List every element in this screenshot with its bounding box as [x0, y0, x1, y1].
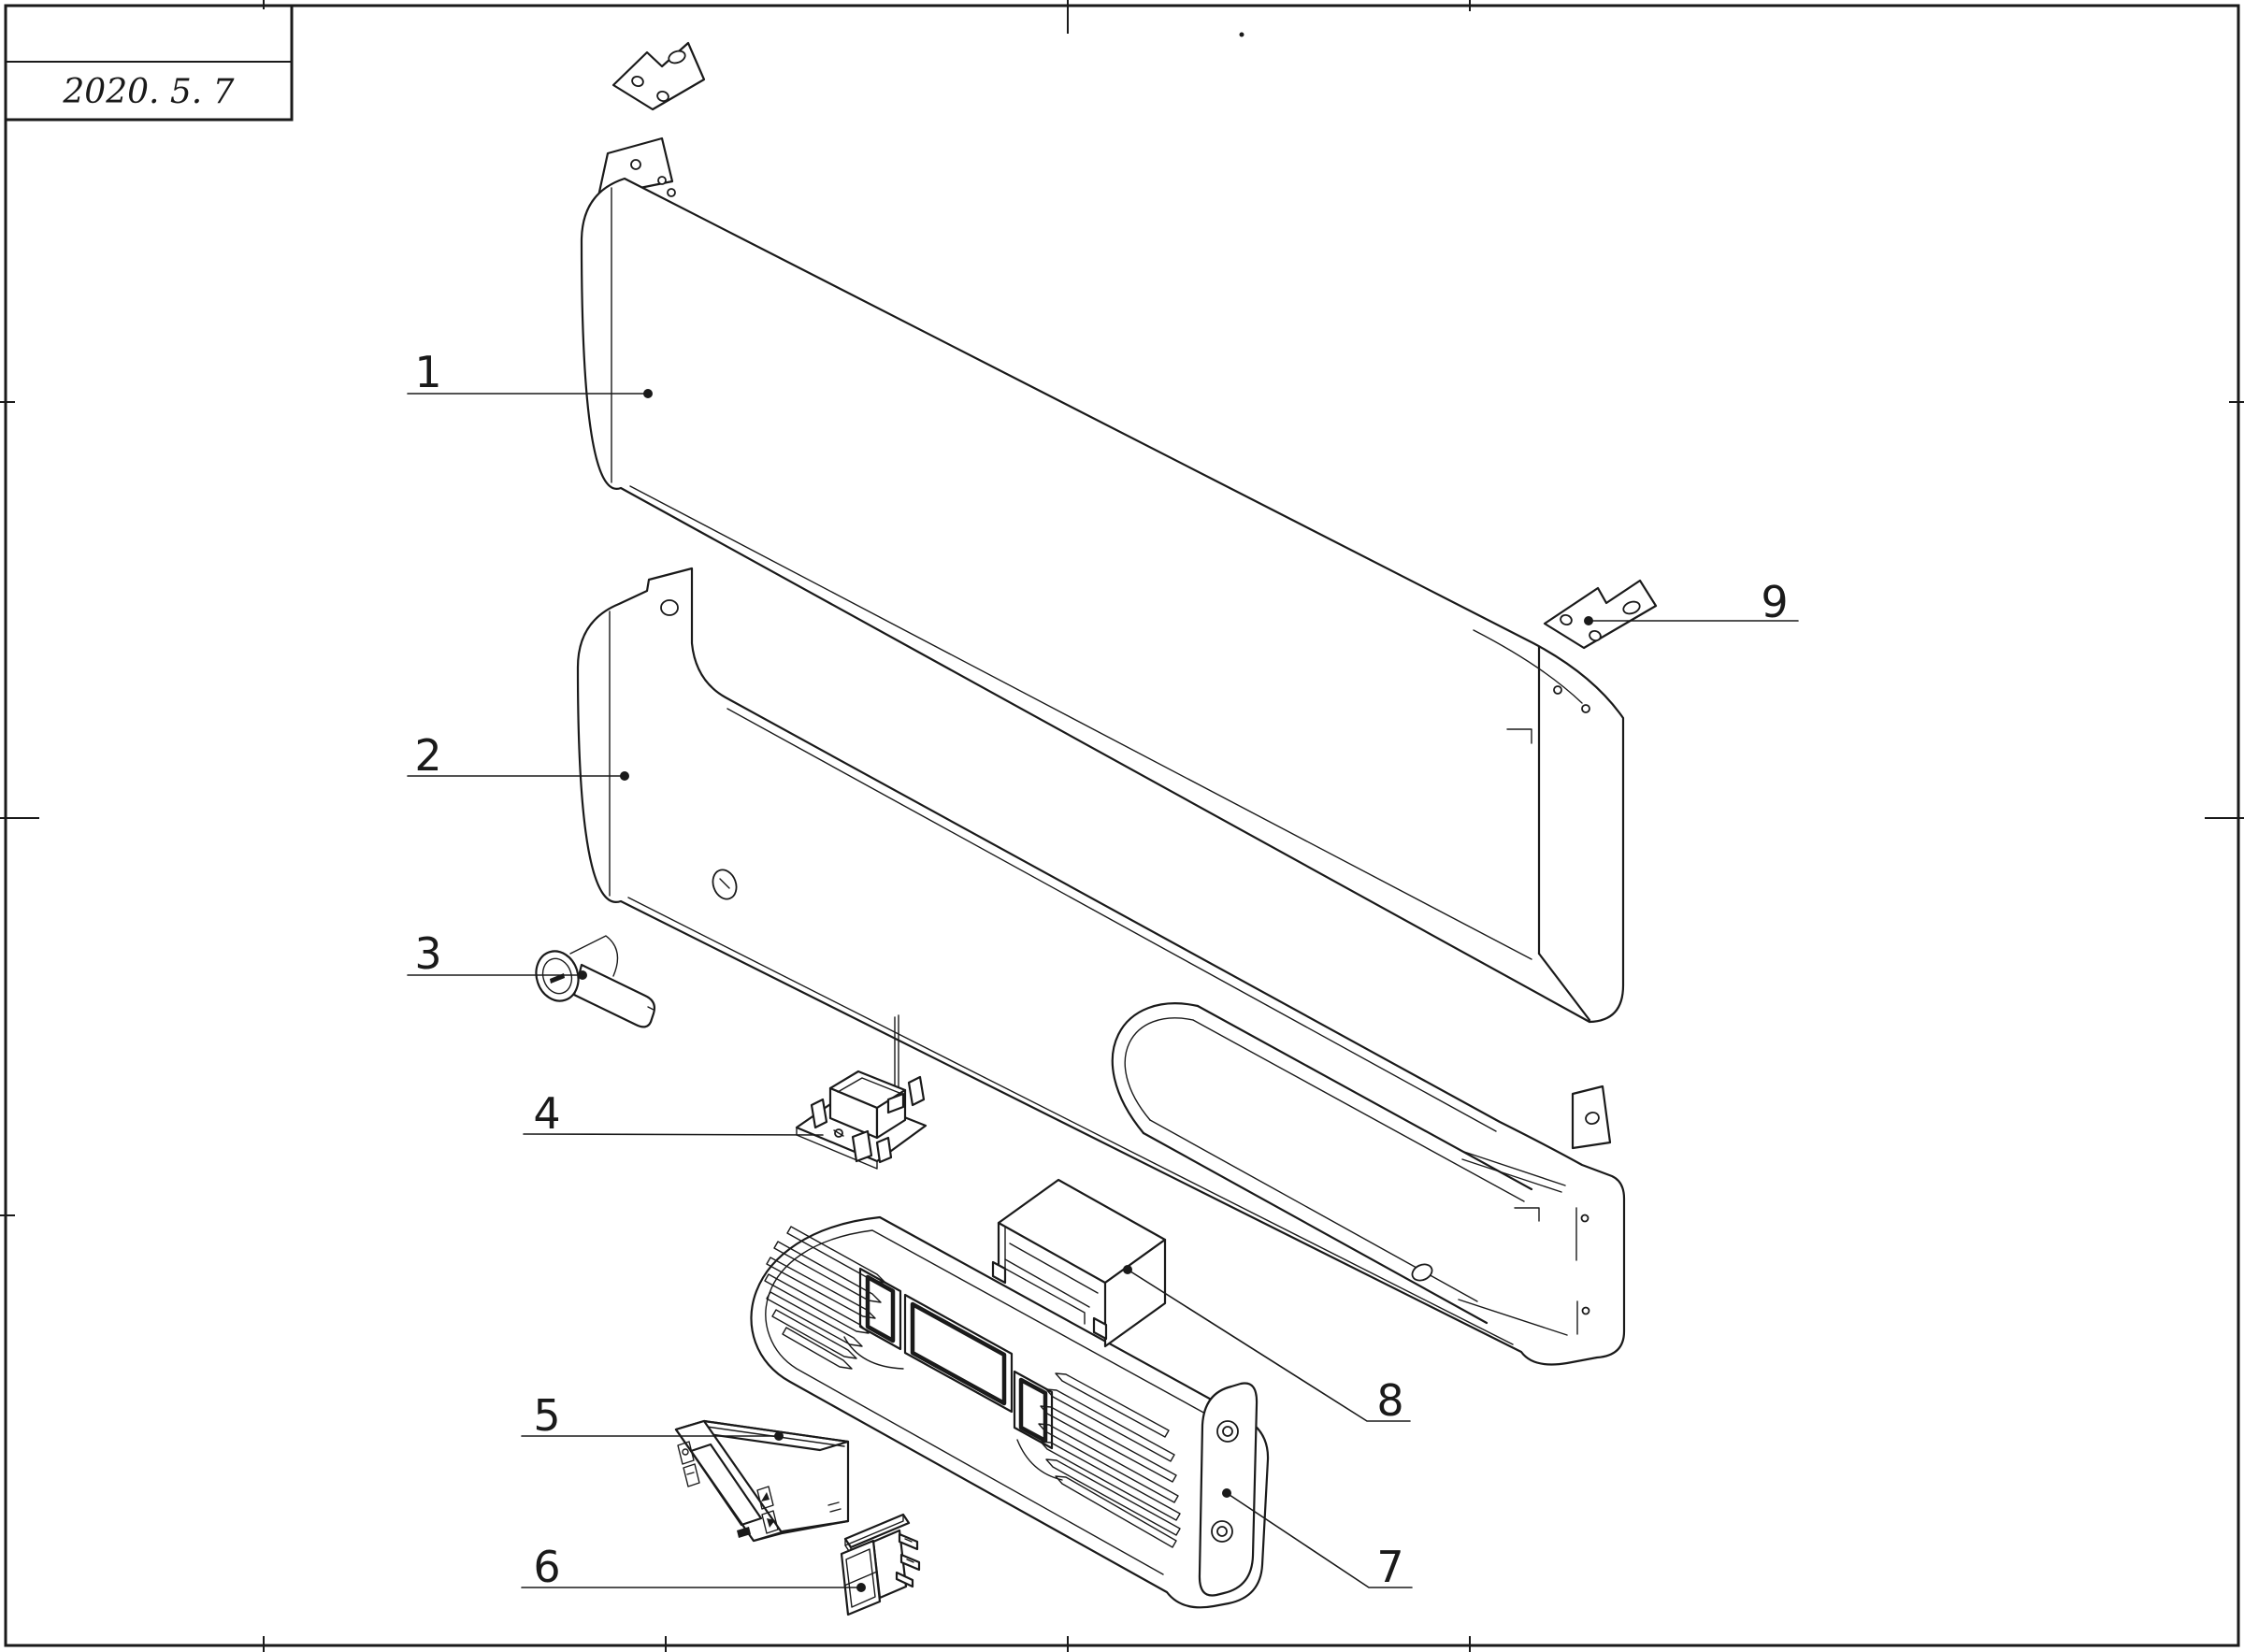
controller-up-button — [756, 1486, 774, 1510]
callout-4-number: 4 — [533, 1088, 560, 1139]
switch-terminal — [895, 1571, 914, 1588]
bracket9-plate — [1543, 579, 1658, 650]
grille-windows — [858, 1267, 1054, 1450]
panel2-recess — [1196, 1004, 1533, 1191]
callout-8: 8 — [1123, 1265, 1411, 1426]
callout-7-number: 7 — [1376, 1542, 1403, 1592]
callout-6: 6 — [521, 1542, 866, 1592]
border-rect — [4, 4, 2240, 1647]
part-7-vent-grille — [750, 1215, 1270, 1609]
part-4-switch-bracket — [795, 1014, 928, 1170]
controller-set-button — [683, 1463, 700, 1487]
callout-9: 9 — [1584, 577, 1799, 627]
top-end-bracket — [611, 41, 706, 111]
part-8-terminal-cover — [991, 1178, 1167, 1348]
callout-3-number: 3 — [414, 928, 441, 979]
callout-9-number: 9 — [1761, 577, 1788, 627]
grille-right-louvers — [1038, 1372, 1181, 1548]
callout-2-number: 2 — [414, 730, 441, 781]
panel2-keyhole — [712, 869, 738, 900]
callout-2: 2 — [407, 730, 629, 781]
title-block-date: 2020. 5. 7 — [62, 73, 234, 111]
callout-5-number: 5 — [533, 1390, 560, 1441]
controller-power-button — [677, 1441, 695, 1465]
callout-3: 3 — [407, 928, 587, 980]
part-9-end-bracket — [1543, 579, 1658, 650]
switch-clip-left — [810, 1098, 828, 1129]
controller-down-button — [761, 1510, 779, 1534]
callout-1-number: 1 — [414, 347, 441, 397]
controller-brand-mark — [737, 1527, 751, 1538]
lock-cam-lever — [572, 963, 656, 1028]
callout-4: 4 — [523, 1088, 824, 1139]
panel1-body — [580, 177, 1625, 1024]
controller-display — [689, 1443, 763, 1527]
part-2-front-door-panel — [576, 567, 1626, 1366]
panel2-body — [576, 567, 1626, 1366]
switch-terminal — [898, 1532, 919, 1551]
part-6-rocker-switch — [840, 1513, 921, 1616]
switch-clip-right — [907, 1075, 926, 1107]
callout-8-number: 8 — [1376, 1375, 1403, 1426]
grille-outer — [750, 1215, 1270, 1609]
part-3-lock-cylinder — [535, 935, 656, 1028]
callout-7: 7 — [1222, 1488, 1413, 1592]
switch-terminal — [899, 1553, 921, 1572]
callout-5: 5 — [521, 1390, 784, 1441]
title-block: 2020. 5. 7 — [4, 4, 294, 122]
part-1-outer-door-panel — [580, 136, 1625, 1024]
callout-6-number: 6 — [533, 1542, 560, 1592]
callout-1: 1 — [407, 347, 653, 398]
part-5-temperature-controller — [674, 1419, 850, 1543]
